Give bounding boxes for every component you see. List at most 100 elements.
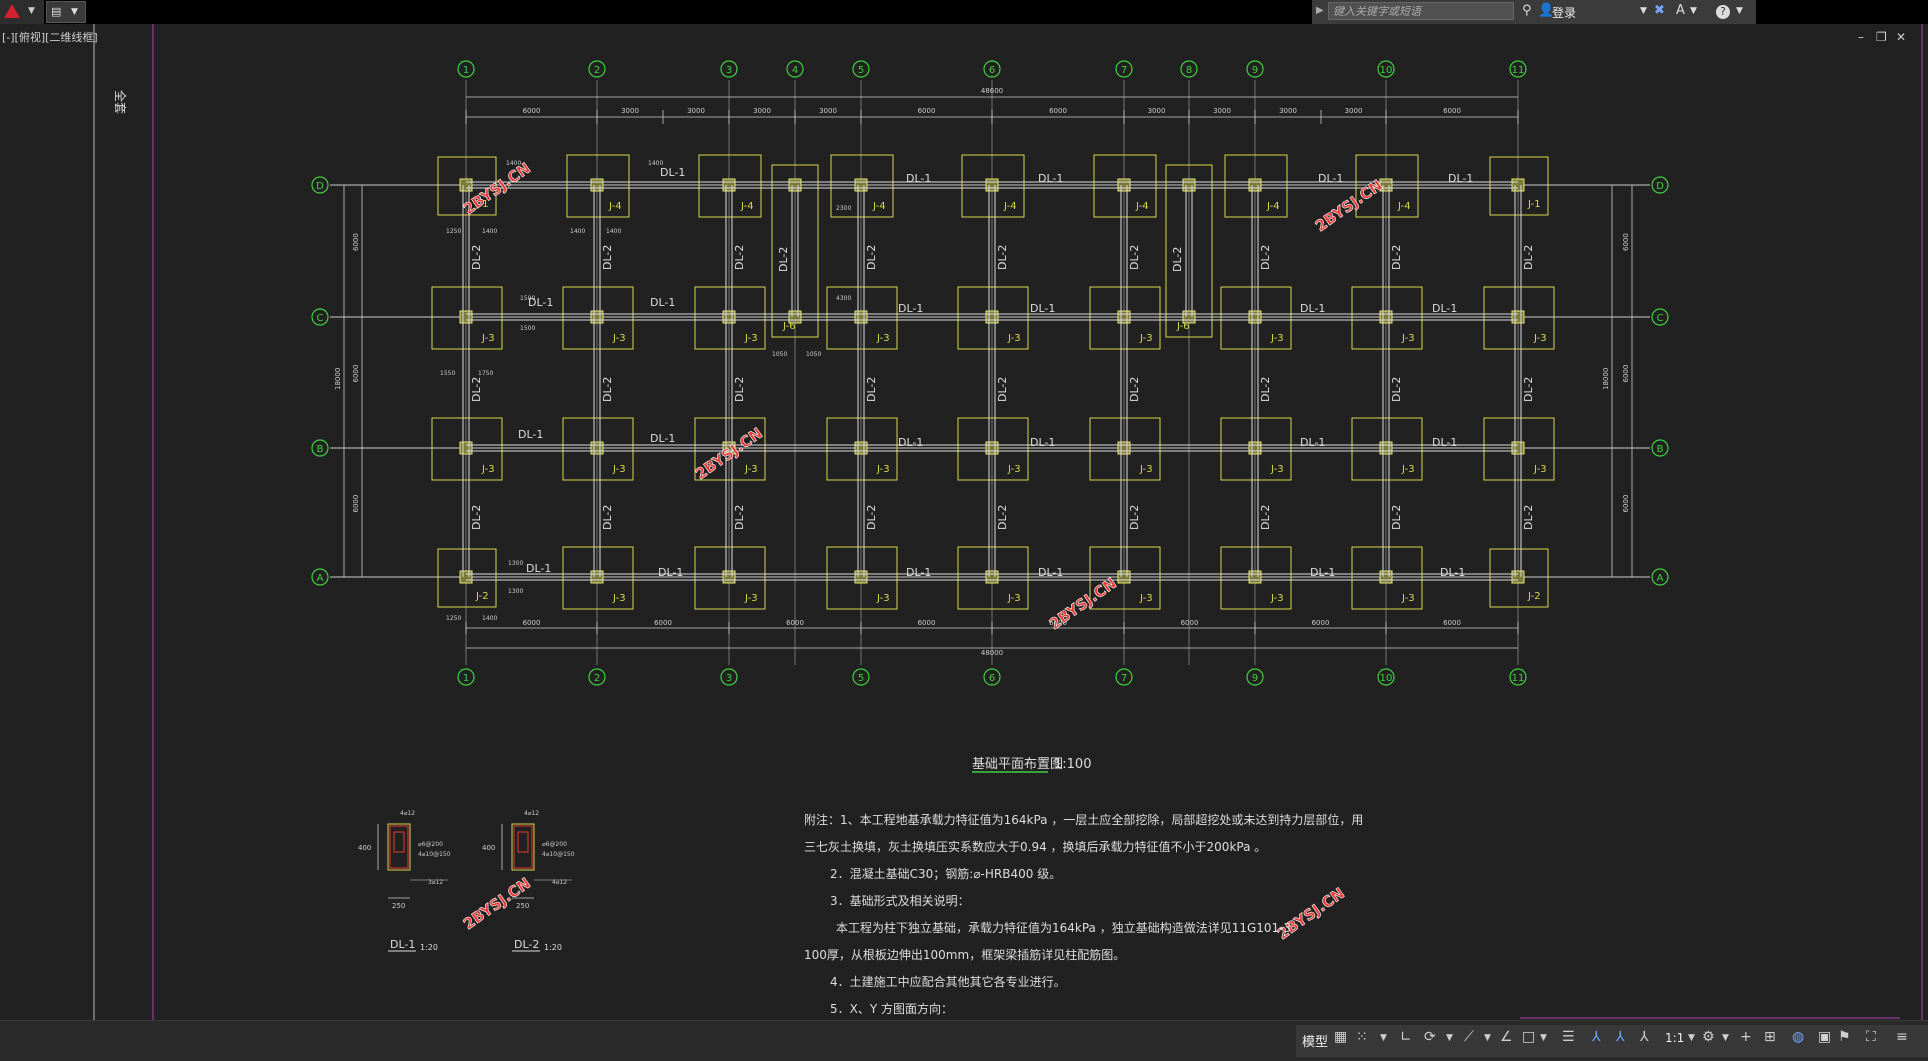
object-snap-icon[interactable]: □ bbox=[1522, 1029, 1536, 1045]
chevron-down-icon[interactable]: ▼ bbox=[1690, 6, 1697, 16]
axis-bubble-bottom: 7 bbox=[1121, 673, 1127, 684]
chevron-down-icon[interactable]: ▼ bbox=[1484, 1033, 1491, 1043]
binoculars-icon[interactable]: ⚲ bbox=[1522, 3, 1532, 18]
dim-side-value: 6000 bbox=[352, 495, 360, 513]
section-DL-1-side-bars: 4⌀10@150 bbox=[418, 851, 451, 858]
footing-label: J-3 bbox=[612, 333, 626, 344]
application-menu-button[interactable]: ▼ bbox=[0, 0, 44, 24]
footing-label: J-3 bbox=[1270, 593, 1284, 604]
close-icon[interactable]: ✕ bbox=[1896, 30, 1907, 44]
dim-top-value: 3000 bbox=[687, 107, 705, 115]
quick-access-toolbar[interactable]: ▤ ▼ bbox=[46, 1, 86, 23]
ortho-icon[interactable]: ∟ bbox=[1400, 1029, 1412, 1045]
beam-label-DL-2: DL-2 bbox=[1522, 377, 1535, 402]
isolate-icon[interactable]: ◍ bbox=[1792, 1029, 1805, 1045]
units-icon[interactable]: ⊞ bbox=[1764, 1029, 1776, 1045]
annotation-scale-value[interactable]: 1:1 bbox=[1665, 1031, 1685, 1045]
plus-icon[interactable]: + bbox=[1740, 1029, 1752, 1045]
section-DL-1-stirrup bbox=[393, 831, 405, 853]
footing-J-3 bbox=[826, 286, 898, 350]
dim-top-value: 6000 bbox=[918, 107, 936, 115]
chevron-down-icon[interactable]: ▼ bbox=[1736, 6, 1743, 16]
search-input[interactable] bbox=[1328, 2, 1514, 20]
dim-top-value: 3000 bbox=[819, 107, 837, 115]
footing-label: J-3 bbox=[1270, 464, 1284, 475]
chevron-down-icon[interactable]: ▼ bbox=[1722, 1033, 1729, 1043]
axis-bubble-top: 1 bbox=[463, 65, 469, 76]
beam-label-DL-1: DL-1 bbox=[1030, 302, 1055, 315]
footing-label: J-2 bbox=[1527, 591, 1541, 602]
column-square bbox=[590, 310, 604, 324]
help-icon[interactable]: ? bbox=[1716, 5, 1730, 19]
beam-label-DL-2: DL-2 bbox=[865, 505, 878, 530]
footing-label: J-3 bbox=[876, 593, 890, 604]
section-DL-1-bottom-bars: 3⌀12 bbox=[428, 879, 443, 886]
beam-label-DL-1: DL-1 bbox=[1300, 302, 1325, 315]
annotation-visibility-icon[interactable]: ⅄ bbox=[1592, 1029, 1601, 1045]
beam-label-DL-2: DL-2 bbox=[1128, 505, 1141, 530]
polar-icon[interactable]: ⟳ bbox=[1424, 1029, 1436, 1045]
axis-bubble-right: D bbox=[1656, 181, 1664, 192]
section-DL-1-outline bbox=[387, 823, 411, 871]
login-button[interactable]: 登录 bbox=[1552, 6, 1577, 20]
footing-J-4 bbox=[1093, 154, 1157, 218]
workspace-switch-icon[interactable]: ⚙ bbox=[1702, 1029, 1715, 1045]
axis-bubble-left-circle bbox=[311, 568, 329, 586]
column-square bbox=[1117, 178, 1131, 192]
column-square bbox=[1379, 570, 1393, 584]
exchange-icon[interactable]: ✖ bbox=[1654, 3, 1665, 18]
chevron-down-icon[interactable]: ▼ bbox=[1540, 1033, 1547, 1043]
column-square bbox=[985, 441, 999, 455]
chevron-down-icon[interactable]: ▼ bbox=[1446, 1033, 1453, 1043]
lineweight-icon[interactable]: ☰ bbox=[1562, 1029, 1575, 1045]
footing-J-4 bbox=[1224, 154, 1288, 218]
column-square bbox=[854, 178, 868, 192]
grid-icon[interactable]: ▦ bbox=[1334, 1029, 1348, 1045]
model-tab[interactable]: 模型 bbox=[1302, 1035, 1329, 1050]
axis-bubble-bottom: 5 bbox=[858, 673, 864, 684]
footing-label: J-3 bbox=[1139, 464, 1153, 475]
column-square bbox=[722, 570, 736, 584]
annotation-autoscale-icon[interactable]: ⅄ bbox=[1616, 1029, 1625, 1045]
isodraft-icon[interactable]: ⟋ bbox=[1464, 1029, 1474, 1045]
beam-label-DL-2: DL-2 bbox=[1171, 247, 1184, 272]
workspace-icon: ▤ bbox=[51, 5, 62, 18]
column-square bbox=[459, 570, 473, 584]
customize-icon[interactable]: ≡ bbox=[1896, 1029, 1908, 1045]
autodesk-a360-icon[interactable]: A bbox=[1676, 3, 1685, 18]
beam-label-DL-1: DL-1 bbox=[906, 172, 931, 185]
hardware-accel-icon[interactable]: ▣ bbox=[1818, 1029, 1832, 1045]
axis-bubble-right-circle bbox=[1651, 308, 1669, 326]
section-DL-1-side-bars: ⌀6@200 bbox=[418, 841, 443, 848]
footing-label: J-3 bbox=[612, 593, 626, 604]
chevron-down-icon[interactable]: ▼ bbox=[1640, 6, 1647, 16]
beam-label-DL-2: DL-2 bbox=[601, 377, 614, 402]
dim-top-value: 3000 bbox=[621, 107, 639, 115]
dim-top-value: 6000 bbox=[1049, 107, 1067, 115]
object-snap-tracking-icon[interactable]: ∠ bbox=[1500, 1029, 1513, 1045]
footing-label: J-3 bbox=[744, 333, 758, 344]
fullscreen-icon[interactable]: ⛶ bbox=[1866, 1029, 1876, 1045]
section-DL-1-width: 250 bbox=[392, 902, 405, 910]
expand-arrow-icon[interactable]: ▶ bbox=[1316, 5, 1324, 16]
section-DL-2-outline bbox=[511, 823, 535, 871]
chevron-down-icon[interactable]: ▼ bbox=[1688, 1033, 1695, 1043]
axis-bubble-left-circle bbox=[311, 439, 329, 457]
viewport-controls[interactable]: [-][俯视][二维线框] bbox=[2, 31, 98, 44]
dim-side-value: 6000 bbox=[1622, 495, 1630, 513]
local-dimension: 1300 bbox=[508, 560, 523, 567]
axis-bubble-bottom-circle bbox=[1377, 668, 1395, 686]
beam-label-DL-1: DL-1 bbox=[1030, 436, 1055, 449]
clean-screen-icon[interactable]: ⚑ bbox=[1838, 1029, 1851, 1045]
footing-J-3 bbox=[1089, 417, 1161, 481]
minimize-icon[interactable]: – bbox=[1858, 30, 1864, 44]
restore-icon[interactable]: ❐ bbox=[1876, 30, 1887, 44]
section-DL-2-width: 250 bbox=[516, 902, 529, 910]
beam-label-DL-1: DL-1 bbox=[906, 566, 931, 579]
column-square bbox=[1379, 441, 1393, 455]
column-square bbox=[590, 441, 604, 455]
snap-icon[interactable]: ⁙ bbox=[1356, 1029, 1368, 1045]
annotation-scale-icon[interactable]: ⅄ bbox=[1640, 1029, 1649, 1045]
chevron-down-icon[interactable]: ▼ bbox=[1380, 1033, 1387, 1043]
